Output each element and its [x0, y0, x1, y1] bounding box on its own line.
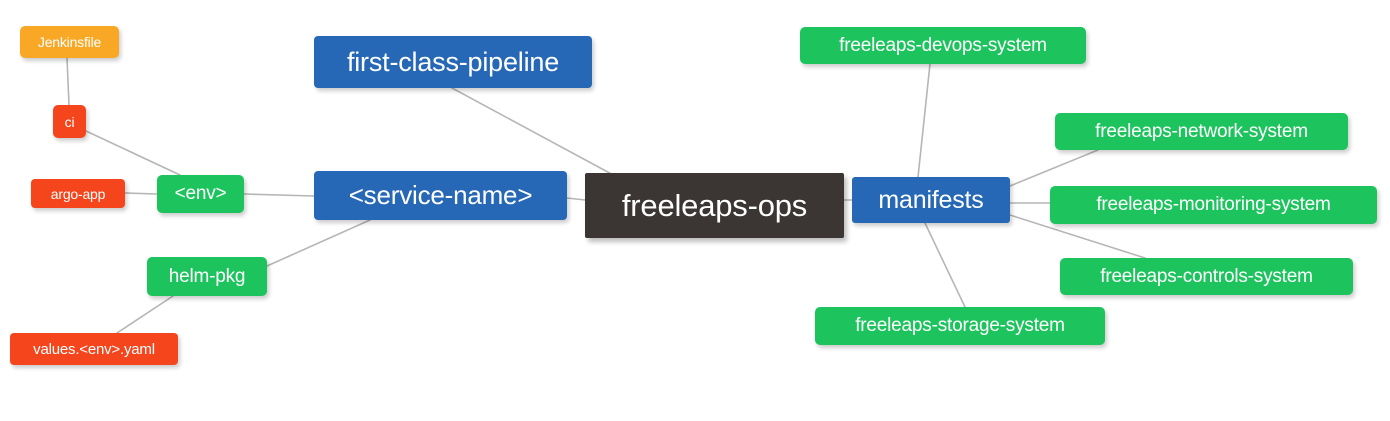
node-freeleaps-storage-system[interactable]: freeleaps-storage-system: [815, 307, 1105, 345]
node-helm-pkg[interactable]: helm-pkg: [147, 257, 267, 296]
edge-env-to-ci: [85, 130, 181, 176]
node-label-manifests: manifests: [878, 185, 984, 214]
node-first-class-pipeline[interactable]: first-class-pipeline: [314, 36, 592, 88]
node-manifests[interactable]: manifests: [852, 177, 1010, 223]
node-freeleaps-monitoring-system[interactable]: freeleaps-monitoring-system: [1050, 186, 1377, 224]
edge-freeleaps-ops-to-first-class-pipeline: [451, 87, 618, 178]
node-label-freeleaps-monitoring-system: freeleaps-monitoring-system: [1096, 194, 1331, 215]
node-values-env-yaml[interactable]: values.<env>.yaml: [10, 333, 178, 365]
node-argo-app[interactable]: argo-app: [31, 179, 125, 208]
node-label-freeleaps-storage-system: freeleaps-storage-system: [855, 315, 1065, 336]
edge-manifests-to-freeleaps-storage-system: [924, 222, 966, 308]
node-label-ci: ci: [64, 113, 75, 130]
node-label-values-env-yaml: values.<env>.yaml: [33, 340, 155, 358]
edge-freeleaps-ops-to-service-name: [566, 197, 586, 201]
node-env[interactable]: <env>: [157, 175, 244, 213]
node-ci[interactable]: ci: [53, 105, 86, 138]
edge-service-name-to-env: [243, 193, 315, 197]
node-label-freeleaps-ops: freeleaps-ops: [621, 187, 808, 223]
node-freeleaps-controls-system[interactable]: freeleaps-controls-system: [1060, 258, 1353, 295]
edge-helm-pkg-to-values-env-yaml: [116, 295, 174, 334]
node-label-argo-app: argo-app: [50, 185, 106, 202]
edge-service-name-to-helm-pkg: [266, 219, 371, 267]
node-freeleaps-ops[interactable]: freeleaps-ops: [585, 173, 844, 238]
node-label-service-name: <service-name>: [348, 180, 533, 210]
node-label-freeleaps-controls-system: freeleaps-controls-system: [1100, 265, 1313, 287]
edge-env-to-argo-app: [124, 192, 158, 195]
node-label-env: <env>: [174, 183, 227, 204]
node-freeleaps-network-system[interactable]: freeleaps-network-system: [1055, 113, 1348, 150]
node-jenkinsfile[interactable]: Jenkinsfile: [20, 26, 119, 58]
node-label-first-class-pipeline: first-class-pipeline: [346, 46, 560, 77]
edge-ci-to-jenkinsfile: [66, 57, 70, 106]
node-service-name[interactable]: <service-name>: [314, 171, 567, 220]
node-label-helm-pkg: helm-pkg: [168, 265, 246, 287]
node-label-freeleaps-network-system: freeleaps-network-system: [1095, 120, 1308, 142]
edge-manifests-to-freeleaps-network-system: [1009, 149, 1099, 187]
edge-manifests-to-freeleaps-devops-system: [917, 63, 931, 178]
node-label-jenkinsfile: Jenkinsfile: [37, 34, 102, 50]
node-freeleaps-devops-system[interactable]: freeleaps-devops-system: [800, 27, 1086, 64]
node-label-freeleaps-devops-system: freeleaps-devops-system: [839, 34, 1047, 56]
